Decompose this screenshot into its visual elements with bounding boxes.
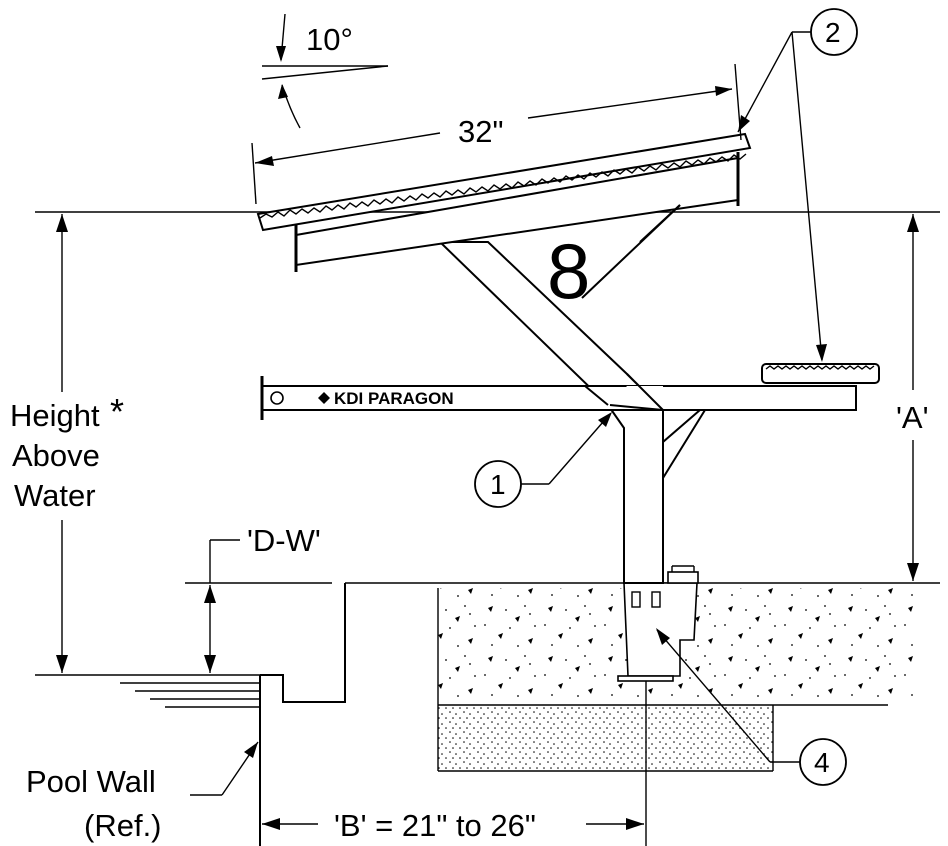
anchor-socket xyxy=(617,565,699,682)
height-label-line1: Height xyxy=(10,398,100,433)
pool-wall-label-line2: (Ref.) xyxy=(84,808,162,843)
dw-label: 'D-W' xyxy=(247,523,321,558)
callout-4: 4 xyxy=(656,628,847,786)
water-lines xyxy=(120,682,260,708)
a-label: 'A' xyxy=(896,400,929,435)
pool-wall-annotation: Pool Wall (Ref.) xyxy=(26,741,259,843)
brand-label: KDI PARAGON xyxy=(334,389,454,408)
lower-brace xyxy=(662,409,707,482)
callout-2-number: 2 xyxy=(825,17,841,48)
top-tread xyxy=(256,132,752,232)
step-number: 8 xyxy=(547,227,590,315)
angle-label: 10° xyxy=(306,22,353,57)
gutter-profile xyxy=(260,583,346,703)
kdi-logo-icon xyxy=(318,392,330,404)
lower-tread xyxy=(761,363,880,384)
tread-bracket xyxy=(294,152,740,299)
pool-wall-label-line1: Pool Wall xyxy=(26,764,156,799)
b-dimension: 'B' = 21" to 26" xyxy=(262,681,647,846)
angle-annotation: 10° xyxy=(261,13,389,129)
callout-2: 2 xyxy=(737,8,858,362)
horizontal-arm: KDI PARAGON xyxy=(260,376,857,420)
height-label-line3: Water xyxy=(14,478,96,513)
callout-1-number: 1 xyxy=(490,469,506,500)
gravel-base xyxy=(438,707,773,771)
callout-1: 1 xyxy=(474,412,612,508)
dw-dimension: 'D-W' xyxy=(204,523,321,673)
a-dimension: 'A' xyxy=(896,214,929,581)
length-dimension: 32" xyxy=(251,63,742,205)
callout-4-number: 4 xyxy=(814,747,830,778)
length-label: 32" xyxy=(458,114,504,149)
height-asterisk: * xyxy=(110,391,124,432)
b-label: 'B' = 21" to 26" xyxy=(334,808,536,843)
height-dimension: Height * Above Water xyxy=(10,214,124,673)
height-label-line2: Above xyxy=(12,438,100,473)
